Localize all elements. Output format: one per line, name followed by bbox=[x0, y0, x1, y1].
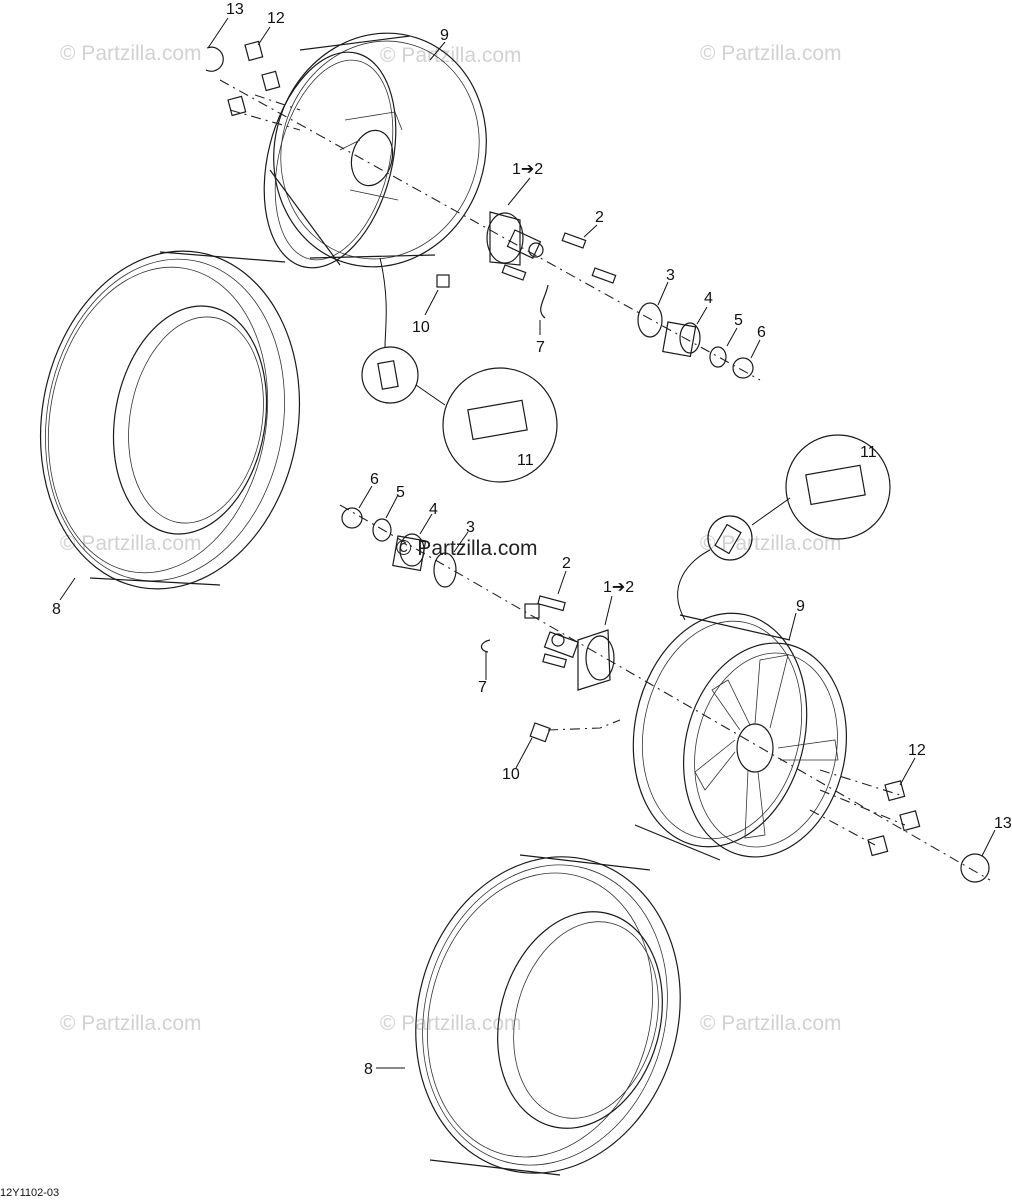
top-hub bbox=[486, 211, 544, 266]
watermark-bottom-left: © Partzilla.com bbox=[60, 1012, 202, 1035]
label-top-7: 7 bbox=[536, 339, 545, 356]
watermark-bottom-right: © Partzilla.com bbox=[700, 1012, 842, 1035]
label-bot-3: 3 bbox=[466, 519, 475, 536]
label-bot-8: 8 bbox=[364, 1061, 373, 1078]
watermark-mid-right: © Partzilla.com bbox=[700, 532, 842, 555]
label-top-11: 11 bbox=[517, 452, 534, 469]
label-top-10: 10 bbox=[412, 319, 430, 336]
top-leaders bbox=[59, 17, 761, 601]
watermark-top-center: © Partzilla.com bbox=[380, 44, 522, 67]
label-bot-5: 5 bbox=[396, 484, 405, 501]
watermark-mid-left: © Partzilla.com bbox=[60, 532, 202, 555]
label-bot-12: 12 bbox=[908, 742, 926, 759]
label-bot-2: 2 bbox=[562, 555, 571, 572]
bottom-rim bbox=[632, 612, 848, 861]
label-top-2: 2 bbox=[595, 209, 604, 226]
bottom-valve-line bbox=[547, 719, 621, 731]
label-top-5: 5 bbox=[734, 312, 743, 329]
label-bot-10: 10 bbox=[502, 766, 520, 783]
label-bot-4: 4 bbox=[429, 501, 438, 518]
label-bot-11: 11 bbox=[860, 444, 877, 461]
bottom-tire bbox=[415, 854, 681, 1176]
watermark-center: © Partzilla.com bbox=[396, 537, 538, 560]
bottom-callouts bbox=[677, 434, 891, 621]
part-labels: 13 12 9 1➔2 2 3 4 5 6 7 10 11 8 6 5 4 3 … bbox=[52, 1, 1012, 1078]
drawing-code: 12Y1102-03 bbox=[0, 1187, 59, 1199]
label-bot-9: 9 bbox=[796, 598, 805, 615]
top-fasteners bbox=[205, 40, 754, 379]
top-callouts bbox=[361, 257, 558, 483]
label-top-3: 3 bbox=[666, 267, 675, 284]
top-tire bbox=[39, 250, 301, 590]
label-top-13: 13 bbox=[226, 1, 244, 18]
top-stud-lines bbox=[229, 94, 301, 131]
label-top-12: 12 bbox=[267, 10, 285, 27]
label-bot-7: 7 bbox=[478, 679, 487, 696]
bottom-fasteners bbox=[341, 507, 990, 883]
label-bot-13: 13 bbox=[994, 815, 1012, 832]
bottom-axis-line bbox=[339, 504, 991, 881]
watermark-bottom-center: © Partzilla.com bbox=[380, 1012, 522, 1035]
label-top-9: 9 bbox=[440, 27, 449, 44]
watermark-top-right: © Partzilla.com bbox=[700, 42, 842, 65]
bottom-stud-lines bbox=[809, 769, 906, 846]
label-top-8: 8 bbox=[52, 601, 61, 618]
bottom-hub bbox=[543, 629, 615, 691]
label-bot-6: 6 bbox=[370, 471, 379, 488]
watermarks: © Partzilla.com © Partzilla.com © Partzi… bbox=[60, 42, 842, 1035]
label-bot-1to2: 1➔2 bbox=[603, 579, 634, 596]
label-top-1to2: 1➔2 bbox=[512, 161, 543, 178]
label-top-4: 4 bbox=[704, 290, 713, 307]
bottom-leaders bbox=[358, 485, 996, 1069]
watermark-top-left: © Partzilla.com bbox=[60, 42, 202, 65]
label-top-6: 6 bbox=[757, 324, 766, 341]
